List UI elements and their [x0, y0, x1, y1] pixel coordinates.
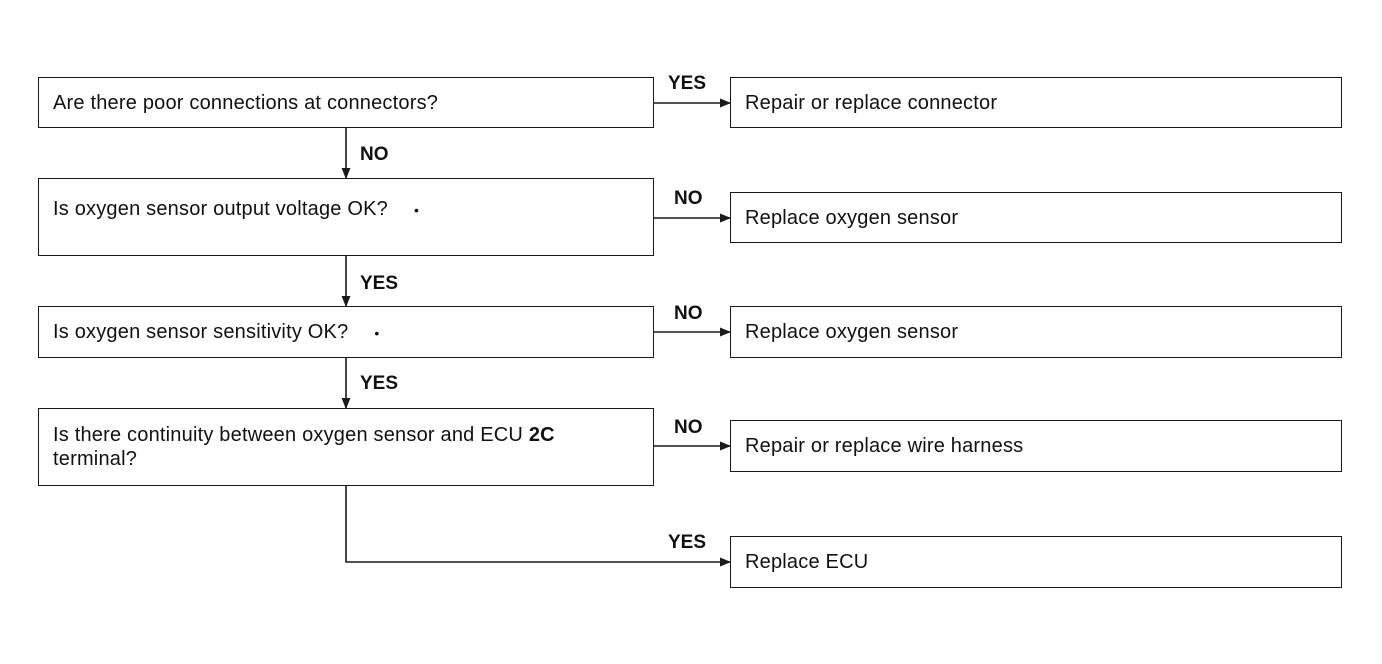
question-box-continuity: Is there continuity between oxygen senso…: [38, 408, 654, 486]
question-box-connections: Are there poor connections at connectors…: [38, 77, 654, 128]
branch-label-no: NO: [674, 417, 703, 438]
action-box-repair-connector: Repair or replace connector: [730, 77, 1342, 128]
branch-label-no: NO: [360, 144, 389, 165]
action-text: Replace ECU: [745, 551, 869, 573]
action-box-replace-ecu: Replace ECU: [730, 536, 1342, 588]
action-text: Repair or replace wire harness: [745, 435, 1024, 457]
terminal-code: 2C: [528, 424, 555, 446]
branch-label-no: NO: [674, 188, 703, 209]
footnote-mark: •: [374, 325, 380, 341]
question-text: Is oxygen sensor sensitivity OK?: [53, 321, 349, 343]
question-text: Is oxygen sensor output voltage OK?: [53, 198, 388, 220]
branch-label-yes: YES: [360, 373, 399, 394]
question-box-output-voltage: Is oxygen sensor output voltage OK? •: [38, 178, 654, 256]
question-text-before: Is there continuity between oxygen senso…: [53, 424, 529, 446]
question-box-sensitivity: Is oxygen sensor sensitivity OK? •: [38, 306, 654, 358]
branch-label-yes: YES: [360, 273, 399, 294]
branch-label-no: NO: [674, 303, 703, 324]
action-box-replace-sensor-2: Replace oxygen sensor: [730, 306, 1342, 358]
footnote-mark: •: [413, 202, 420, 218]
branch-label-yes: YES: [668, 532, 707, 553]
action-text: Replace oxygen sensor: [745, 321, 959, 343]
question-text: Is there continuity between oxygen senso…: [53, 423, 653, 447]
action-text: Repair or replace connector: [745, 91, 998, 114]
question-text-continued: terminal?: [53, 448, 138, 470]
action-box-replace-sensor-1: Replace oxygen sensor: [730, 192, 1342, 243]
arrow-q4-to-a5: [345, 486, 732, 567]
branch-label-yes: YES: [668, 73, 707, 94]
action-text: Replace oxygen sensor: [745, 206, 959, 229]
action-box-repair-harness: Repair or replace wire harness: [730, 420, 1342, 472]
question-text: Are there poor connections at connectors…: [53, 91, 439, 114]
